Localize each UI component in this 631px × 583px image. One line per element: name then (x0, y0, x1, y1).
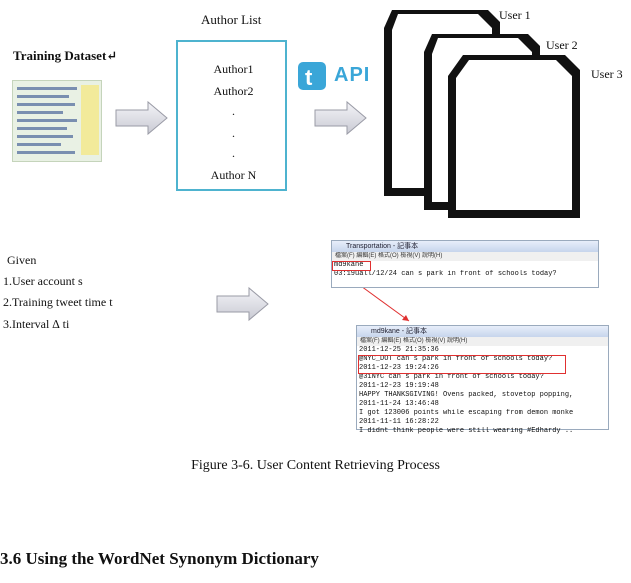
content-line: @31NYC can s park in front of schools to… (357, 373, 608, 382)
menu-bar: 檔案(F) 編輯(E) 格式(O) 檢視(V) 說明(H) (357, 337, 608, 346)
content-line: md9kane (332, 261, 598, 270)
window-title: Transportation - 記事本 (332, 241, 598, 252)
api-label: API (334, 64, 370, 87)
svg-text:t: t (305, 65, 313, 90)
user-label-2: User 2 (546, 38, 578, 53)
content-line: 03:19uall/12/24 can s park in front of s… (332, 270, 598, 279)
author-list-item: . (178, 146, 289, 161)
author-list-item: Author N (178, 168, 289, 183)
content-line: 2011-12-25 21:35:36 (357, 346, 608, 355)
author-list-item: Author2 (178, 84, 289, 99)
menu-bar: 檔案(F) 編輯(E) 格式(O) 檢視(V) 說明(H) (332, 252, 598, 261)
content-line: 2011-12-23 19:19:48 (357, 382, 608, 391)
notepad-window-small: Transportation - 記事本 檔案(F) 編輯(E) 格式(O) 檢… (331, 240, 599, 288)
section-heading: 3.6 Using the WordNet Synonym Dictionary (0, 549, 319, 569)
given-item: 2.Training tweet time t (3, 295, 113, 310)
user-document-icon-3 (448, 55, 580, 218)
given-title: Given (7, 253, 36, 268)
content-line: 2011-11-11 16:28:22 (357, 418, 608, 427)
given-item: 3.Interval ∆ ti (3, 317, 69, 332)
arrow-api-to-users (315, 102, 366, 134)
content-line: I didnt think people were still wearing … (357, 427, 608, 436)
figure-caption: Figure 3-6. User Content Retrieving Proc… (0, 458, 631, 474)
window-title: md9kane - 記事本 (357, 326, 608, 337)
author-list-box: Author1 Author2 . . . Author N (176, 40, 287, 191)
username-highlight-box (332, 261, 371, 271)
author-list-item: . (178, 126, 289, 141)
arrow-given-to-screens (217, 288, 268, 320)
content-line: I got 123006 points while escaping from … (357, 409, 608, 418)
given-item: 1.User account s (3, 274, 83, 289)
content-line: 2011-11-24 13:46:48 (357, 400, 608, 409)
arrow-dataset-to-authors (116, 102, 167, 134)
content-line: HAPPY THANKSGIVING! Ovens packed, stovet… (357, 391, 608, 400)
user-label-1: User 1 (499, 8, 531, 23)
user-label-3: User 3 (591, 67, 623, 82)
author-list-item: . (178, 104, 289, 119)
author-list-item: Author1 (178, 62, 289, 77)
notepad-window-large: md9kane - 記事本 檔案(F) 編輯(E) 格式(O) 檢視(V) 說明… (356, 325, 609, 430)
author-list-title: Author List (201, 12, 261, 28)
tweet-highlight-box (358, 355, 566, 374)
